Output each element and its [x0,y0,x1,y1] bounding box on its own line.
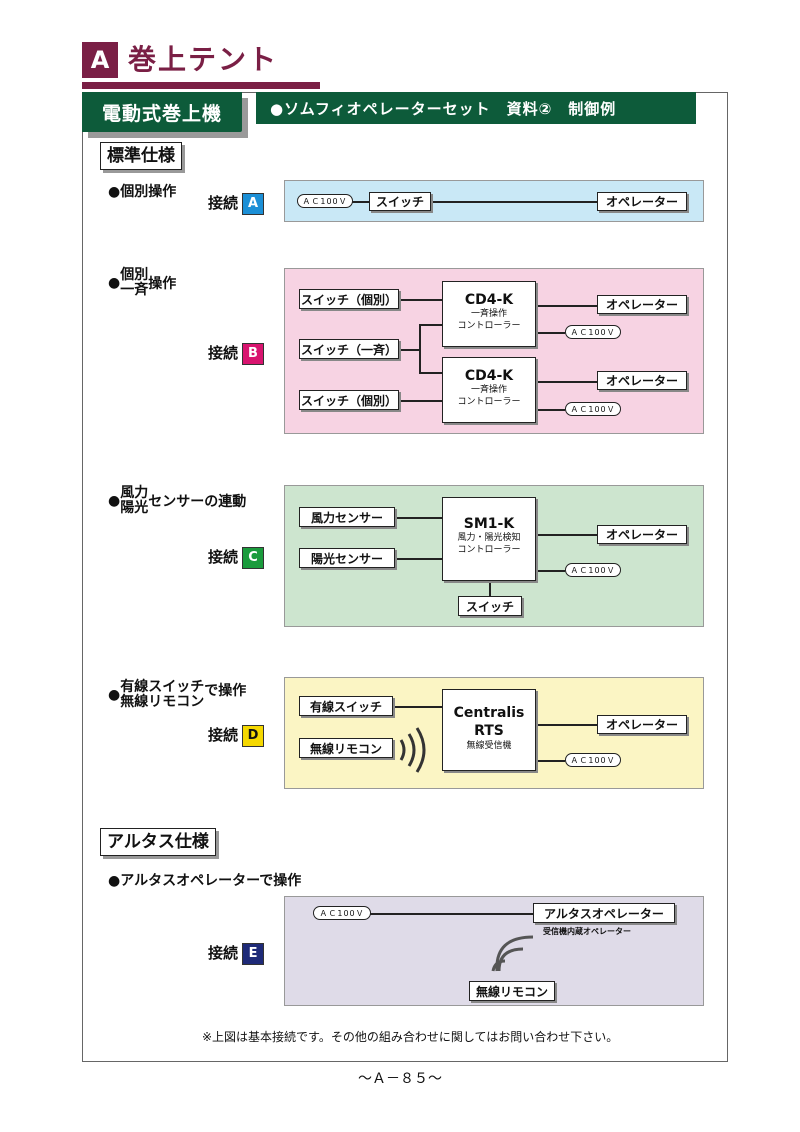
wire [535,534,597,536]
bullet-sensor-link: ●風力陽光センサーの連動 [108,485,247,516]
wire [489,580,491,596]
switch-box: スイッチ [458,596,522,616]
connection-label: 接続 [208,548,239,566]
diagram-panel-b: スイッチ（個別） スイッチ（一斉） スイッチ（個別） CD4-K 一斉操作 コン… [284,268,704,434]
altas-operator-subtitle: 受信機内蔵オペレーター [543,927,631,936]
wire [397,349,419,351]
operator-box: オペレーター [597,371,687,390]
section-letter-badge: A [82,42,118,78]
ac-power-label: ＡＣ100Ｖ [565,402,621,416]
standard-spec-heading: 標準仕様 [100,142,182,170]
controller-sub: 風力・陽光検知 [457,533,521,543]
bullet-wired-wireless: ●有線スイッチ無線リモコンで操作 [108,679,247,710]
ac-power-label: ＡＣ100Ｖ [565,563,621,577]
wire [419,324,442,326]
wire [535,332,565,334]
diagram-panel-c: 風力センサー 陽光センサー SM1-K 風力・陽光検知 コントローラー オペレー… [284,485,704,627]
wire [535,409,565,411]
sun-sensor-box: 陽光センサー [299,548,395,568]
controller-model: CD4-K [464,368,514,384]
wire [393,558,443,560]
topic-band: ●ソムフィオペレーターセット 資料② 制御例 [256,92,696,124]
wire [535,305,597,307]
controller-model: SM1-K [463,516,515,532]
bullet-altas-operation: ●アルタスオペレーターで操作 [108,873,302,889]
footnote: ※上図は基本接続です。その他の組み合わせに関してはお問い合わせ下さい。 [202,1030,619,1044]
wire [419,372,442,374]
wind-sensor-box: 風力センサー [299,507,395,527]
ac-power-label: ＡＣ100Ｖ [313,906,371,920]
connection-label: 接続 [208,944,239,962]
ac-power-label: ＡＣ100Ｖ [565,753,621,767]
controller-sub: 無線受信機 [466,741,512,751]
connection-badge-d: D [242,724,265,747]
wire [397,400,442,402]
bullet-individual-group: ●個別一斉操作 [108,267,177,298]
page-number: ～Ａ－８５～ [358,1071,442,1087]
cd4k-controller-box: CD4-K 一斉操作 コントローラー [442,281,536,347]
wire [535,570,565,572]
operator-box: オペレーター [597,525,687,544]
switch-individual-box: スイッチ（個別） [299,390,399,410]
connection-badge-b: B [242,342,265,365]
bullet-two-line: 風力陽光 [120,485,149,516]
connection-badge-c: C [242,546,265,569]
category-tab: 電動式巻上機 [82,92,242,132]
wire [393,517,443,519]
bullet-two-line: 有線スイッチ無線リモコン [120,679,205,710]
sm1k-controller-box: SM1-K 風力・陽光検知 コントローラー [442,497,536,581]
controller-sub: 一斉操作 [470,309,507,319]
wire [397,299,442,301]
cd4k-controller-box: CD4-K 一斉操作 コントローラー [442,357,536,423]
wire [535,760,565,762]
connection-label: 接続 [208,726,239,744]
ac-power-label: ＡＣ100Ｖ [565,325,621,339]
controller-sub: 一斉操作 [470,385,507,395]
altas-spec-heading: アルタス仕様 [100,828,216,856]
controller-model: RTS [474,723,504,739]
altas-operator-box: アルタスオペレーター [533,903,675,923]
controller-model: CD4-K [464,292,514,308]
centralis-rts-box: Centralis RTS 無線受信機 [442,689,536,771]
wire [369,913,535,915]
connection-label: 接続 [208,344,239,362]
connection-badge-e: E [242,942,265,965]
wireless-remote-box: 無線リモコン [469,981,555,1001]
switch-box: スイッチ [369,192,431,211]
wired-switch-box: 有線スイッチ [299,696,393,716]
wire [349,201,599,203]
section-title-rule [82,82,320,89]
diagram-panel-d: 有線スイッチ 無線リモコン Centralis RTS 無線受信機 オペレーター… [284,677,704,789]
switch-group-box: スイッチ（一斉） [299,339,399,359]
operator-box: オペレーター [597,192,687,211]
diagram-panel-e: ＡＣ100Ｖ アルタスオペレーター 受信機内蔵オペレーター 無線リモコン [284,896,704,1006]
section-title: 巻上テント [128,43,279,76]
wireless-remote-box: 無線リモコン [299,738,393,758]
operator-box: オペレーター [597,295,687,314]
bullet-two-line: 個別一斉 [120,267,149,298]
wire [535,381,597,383]
operator-box: オペレーター [597,715,687,734]
wire [419,324,421,372]
wire [535,724,597,726]
diagram-panel-a: ＡＣ100Ｖ スイッチ オペレーター [284,180,704,222]
controller-sub: コントローラー [457,397,521,407]
connection-badge-a: A [242,192,265,215]
bullet-individual-operation: ●個別操作 [108,184,177,200]
switch-individual-box: スイッチ（個別） [299,289,399,309]
wire [391,706,443,708]
ac-power-label: ＡＣ100Ｖ [297,194,353,208]
wireless-signal-icon [399,727,426,773]
controller-sub: コントローラー [457,321,521,331]
connection-label: 接続 [208,194,239,212]
controller-model: Centralis [453,705,525,721]
controller-sub: コントローラー [457,545,521,555]
wireless-signal-icon [491,935,534,972]
